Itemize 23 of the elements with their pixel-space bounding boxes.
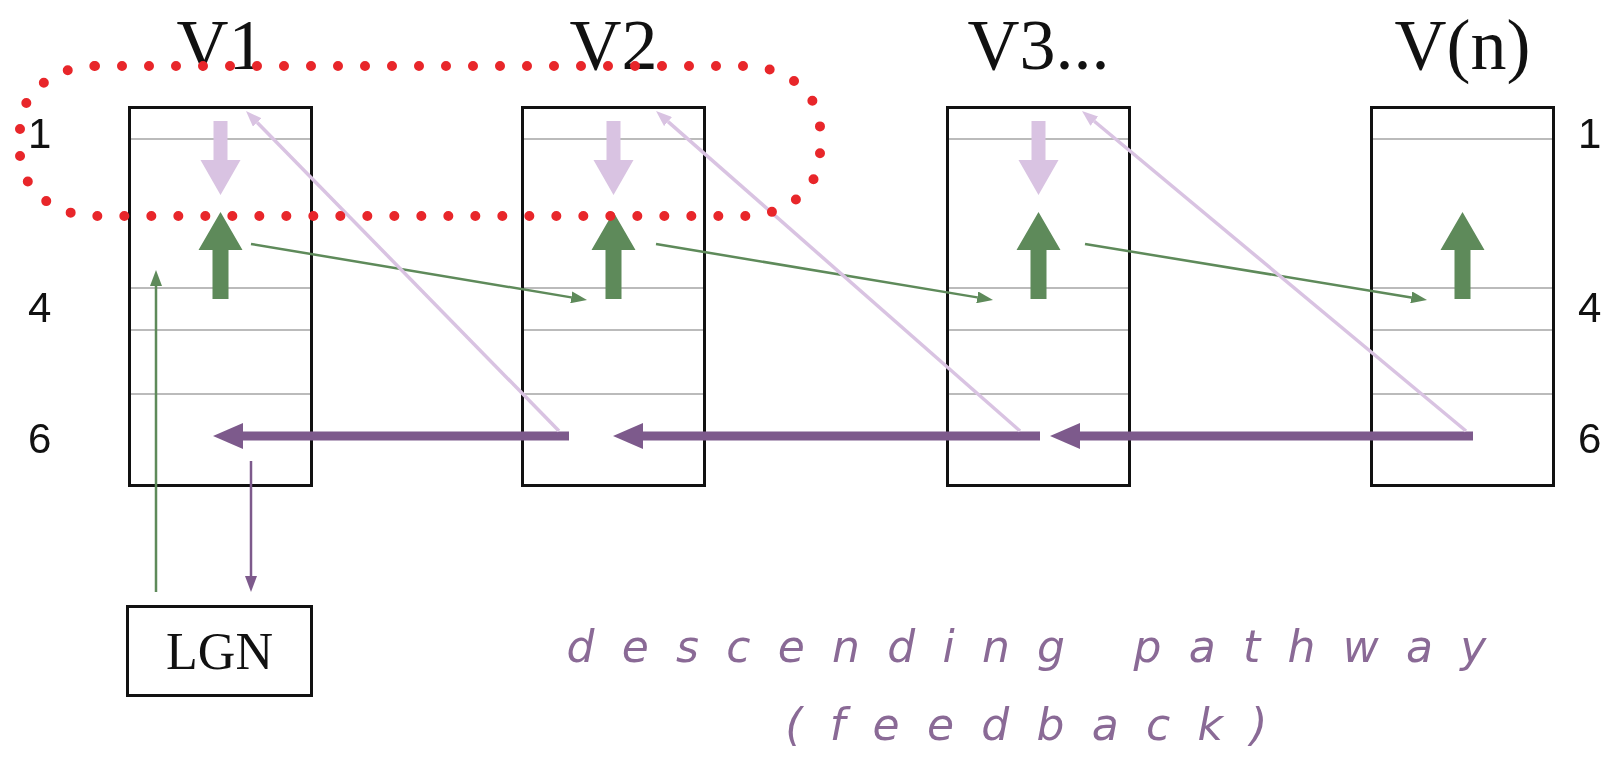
arrow <box>213 423 569 449</box>
layer-number: 1 <box>28 110 52 158</box>
layer-number: 4 <box>1578 284 1602 332</box>
arrow <box>246 111 561 433</box>
arrow <box>1084 242 1427 304</box>
layer-number: 4 <box>28 284 52 332</box>
layer-number: 6 <box>28 415 52 463</box>
pathway-caption: descending pathway (feedback) <box>565 620 1515 752</box>
arrow <box>656 111 1022 433</box>
arrow <box>655 242 993 304</box>
region-label: LGN <box>166 621 273 681</box>
arrow <box>1082 111 1468 433</box>
region-box <box>126 605 313 697</box>
area-title: V(n) <box>1393 5 1532 85</box>
layer-number: 6 <box>1578 415 1602 463</box>
arrow <box>250 242 587 304</box>
arrow <box>613 423 1040 449</box>
area-title: V3... <box>966 5 1111 85</box>
layer-number: 1 <box>1578 110 1602 158</box>
area-title: V2 <box>568 5 659 85</box>
arrow <box>150 270 162 592</box>
arrow <box>245 461 257 592</box>
arrow <box>1050 423 1473 449</box>
